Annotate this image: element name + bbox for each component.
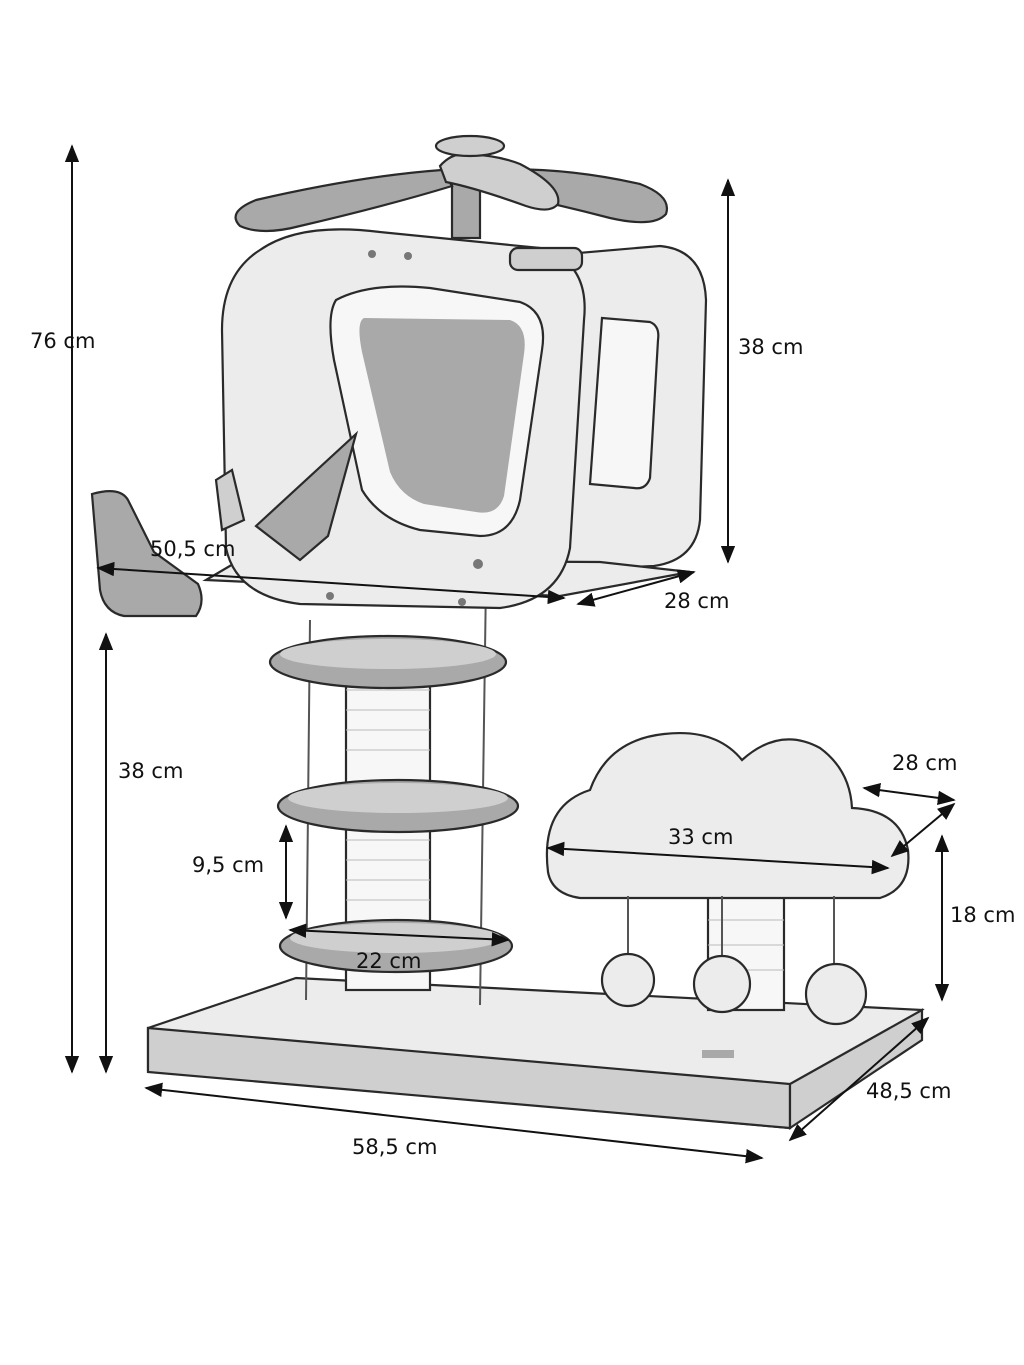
cloud-width-label: 33 cm <box>668 825 733 849</box>
cloud-height-label: 18 cm <box>950 903 1015 927</box>
cabin-width-label: 50,5 cm <box>150 537 235 561</box>
cabin-height-label: 38 cm <box>738 335 803 359</box>
step-width-label: 22 cm <box>356 949 421 973</box>
pom-pom-ball <box>804 962 868 1026</box>
pom-pom-ball <box>600 952 656 1008</box>
helicopter-cabin <box>90 228 708 618</box>
ring-step-top <box>268 634 508 690</box>
cloud-depth-label: 28 cm <box>892 751 957 775</box>
cloud-width-dimension-line <box>546 841 890 875</box>
cloud-depth-dimension-line <box>862 783 956 805</box>
cloud-depth-diagonal-line <box>890 802 956 858</box>
cabin-width-dimension-line <box>96 561 566 605</box>
ring-step-middle <box>276 778 520 834</box>
base-width-label: 58,5 cm <box>352 1135 437 1159</box>
step-gap-label: 9,5 cm <box>192 853 264 877</box>
total-height-label: 76 cm <box>30 329 95 353</box>
step-width-dimension-line <box>288 923 510 947</box>
cabin-depth-label: 28 cm <box>664 589 729 613</box>
base-width-dimension-line <box>144 1082 764 1164</box>
pom-pom-ball <box>692 954 752 1014</box>
base-depth-label: 48,5 cm <box>866 1079 951 1103</box>
brand-tag <box>702 1050 734 1058</box>
base-depth-dimension-line <box>788 1016 930 1142</box>
post-height-label: 38 cm <box>118 759 183 783</box>
cabin-depth-dimension-line <box>576 569 696 607</box>
helicopter-rotor <box>234 134 669 240</box>
cloud-perch <box>545 732 910 1026</box>
